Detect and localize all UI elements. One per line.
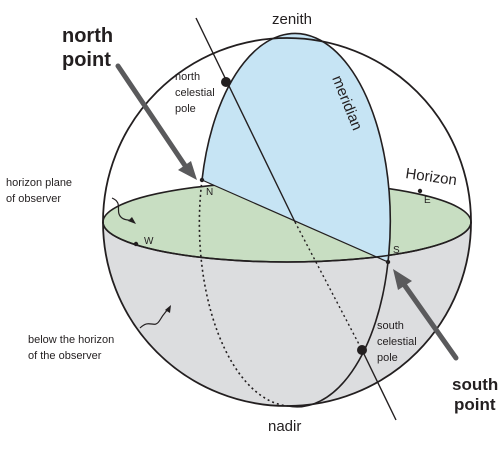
horizon-front-edge [102, 221, 472, 263]
south-celestial-pole-label: south celestial pole [377, 320, 420, 364]
nadir-label: nadir [268, 418, 301, 435]
south-dot [385, 259, 391, 265]
horizon-plane-squiggle-head [128, 217, 136, 224]
meridian-upper-arc [201, 32, 392, 263]
east-direction-label: E [424, 195, 431, 206]
south-point-label: south point [452, 375, 501, 414]
west-direction-label: W [144, 236, 154, 247]
north-point-label: north point [62, 25, 119, 71]
north-dot [199, 177, 205, 183]
south-direction-label: S [393, 245, 400, 256]
south-point-arrow [393, 269, 459, 361]
celestial-axis-upper [195, 17, 296, 223]
horizon-plane-label: horizon plane of observer [6, 177, 75, 205]
celestial-axis-hidden [294, 221, 363, 351]
north-point-arrow [115, 63, 197, 180]
lower-hemisphere [103, 222, 471, 406]
north-celestial-pole-dot [221, 77, 231, 87]
below-horizon-label: below the horizon of the observer [28, 334, 117, 362]
meridian-plane [202, 33, 391, 263]
north-celestial-pole-label: north celestial pole [175, 71, 218, 115]
east-dot [417, 188, 423, 194]
north-direction-label: N [206, 187, 213, 198]
west-dot [133, 241, 139, 247]
below-horizon-squiggle [139, 308, 169, 329]
zenith-label: zenith [272, 11, 312, 28]
below-horizon-squiggle-head [165, 305, 171, 313]
meridian-lower-hidden-arc [198, 179, 289, 407]
horizon-label: Horizon [404, 165, 458, 189]
south-celestial-pole-dot [357, 345, 367, 355]
celestial-axis-lower [361, 349, 397, 421]
celestial-sphere-outline [102, 37, 472, 407]
